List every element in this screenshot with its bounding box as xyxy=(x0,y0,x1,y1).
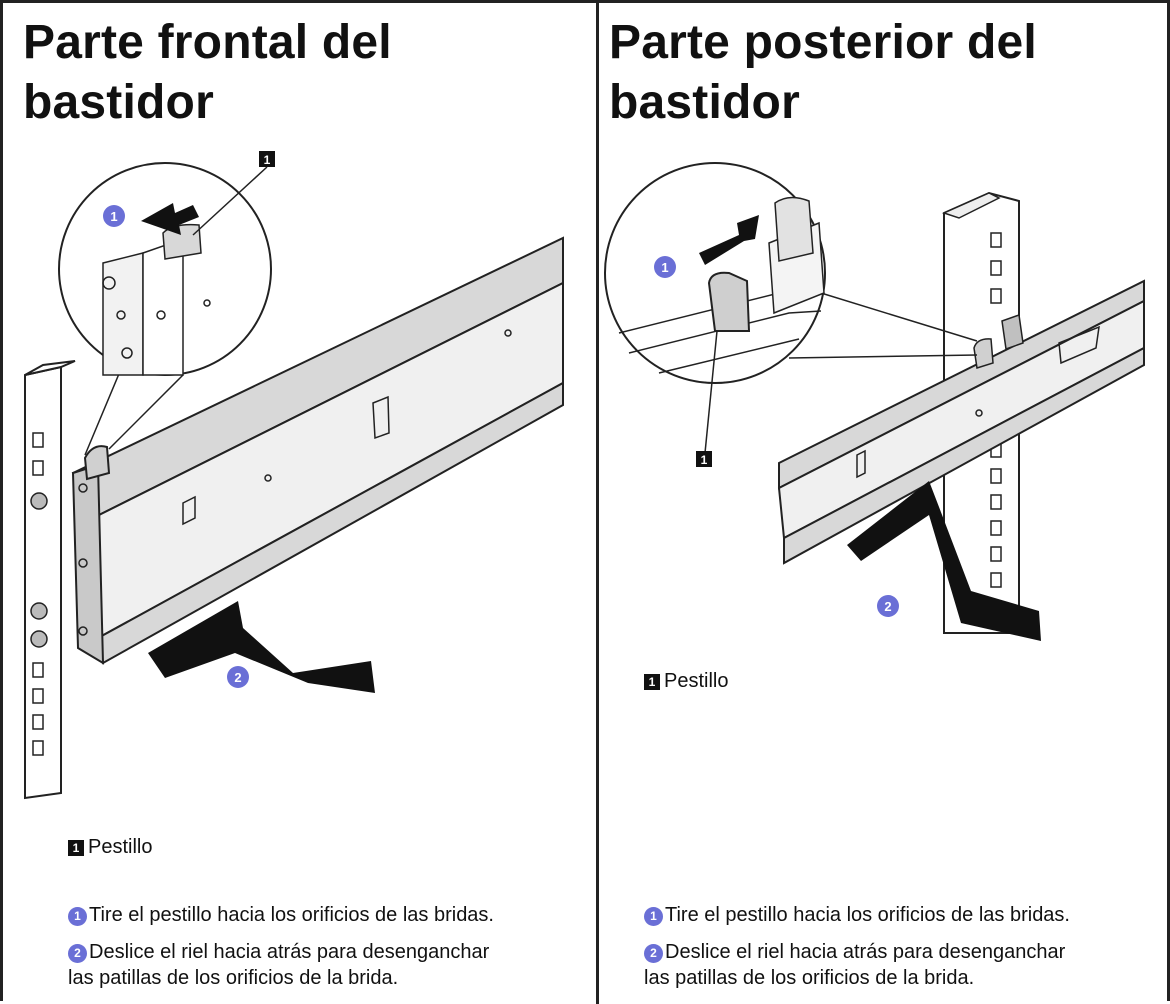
rear-step-2-cont: las patillas de los orificios de la brid… xyxy=(644,966,974,990)
front-step-2-badge: 2 xyxy=(68,944,87,963)
front-step-1-text: Tire el pestillo hacia los orificios de … xyxy=(89,904,494,926)
front-legend-text: Pestillo xyxy=(88,836,153,858)
rear-rail-illustration: 1 1 2 xyxy=(604,162,1145,641)
front-title-line1: Parte frontal del xyxy=(23,16,392,69)
front-rack-column: Parte frontal del bastidor xyxy=(3,3,596,1004)
rear-title-line2: bastidor xyxy=(609,76,800,129)
front-step-2-text-cont: las patillas de los orificios de la brid… xyxy=(68,967,399,989)
front-rail-illustration: 1 1 2 xyxy=(24,151,564,800)
front-step1-marker: 1 xyxy=(110,209,117,224)
front-latch-legend: 1 Pestillo xyxy=(68,836,152,859)
front-callout-label: 1 xyxy=(264,153,271,167)
rear-step2-marker: 2 xyxy=(884,599,891,614)
rear-rack-title: Parte posterior del bastidor xyxy=(609,13,1037,133)
rack-post xyxy=(24,360,76,800)
front-title-line2: bastidor xyxy=(23,76,214,129)
front-step-1-badge: 1 xyxy=(68,907,87,926)
front-step2-marker: 2 xyxy=(234,670,241,685)
rear-step-1-text: Tire el pestillo hacia los orificios de … xyxy=(665,904,1070,926)
front-rack-title: Parte frontal del bastidor xyxy=(23,13,392,133)
rear-legend-number: 1 xyxy=(644,673,660,690)
rear-legend-text: Pestillo xyxy=(664,670,729,692)
rear-step-2-text-cont: las patillas de los orificios de la brid… xyxy=(644,967,975,989)
rear-latch-legend: 1 Pestillo xyxy=(644,670,728,693)
rear-callout-label: 1 xyxy=(701,453,708,467)
rear-step-2-text: Deslice el riel hacia atrás para desenga… xyxy=(665,941,1066,963)
front-legend-number: 1 xyxy=(68,839,84,856)
rear-step1-marker: 1 xyxy=(661,260,668,275)
front-step-2-text: Deslice el riel hacia atrás para desenga… xyxy=(89,941,490,963)
rear-title-line1: Parte posterior del xyxy=(609,16,1037,69)
front-step-2-cont: las patillas de los orificios de la brid… xyxy=(68,966,398,990)
rear-step-2-badge: 2 xyxy=(644,944,663,963)
rear-rack-column: Parte posterior del bastidor xyxy=(599,3,1170,1004)
column-divider xyxy=(596,3,599,1004)
rear-step-1-badge: 1 xyxy=(644,907,663,926)
